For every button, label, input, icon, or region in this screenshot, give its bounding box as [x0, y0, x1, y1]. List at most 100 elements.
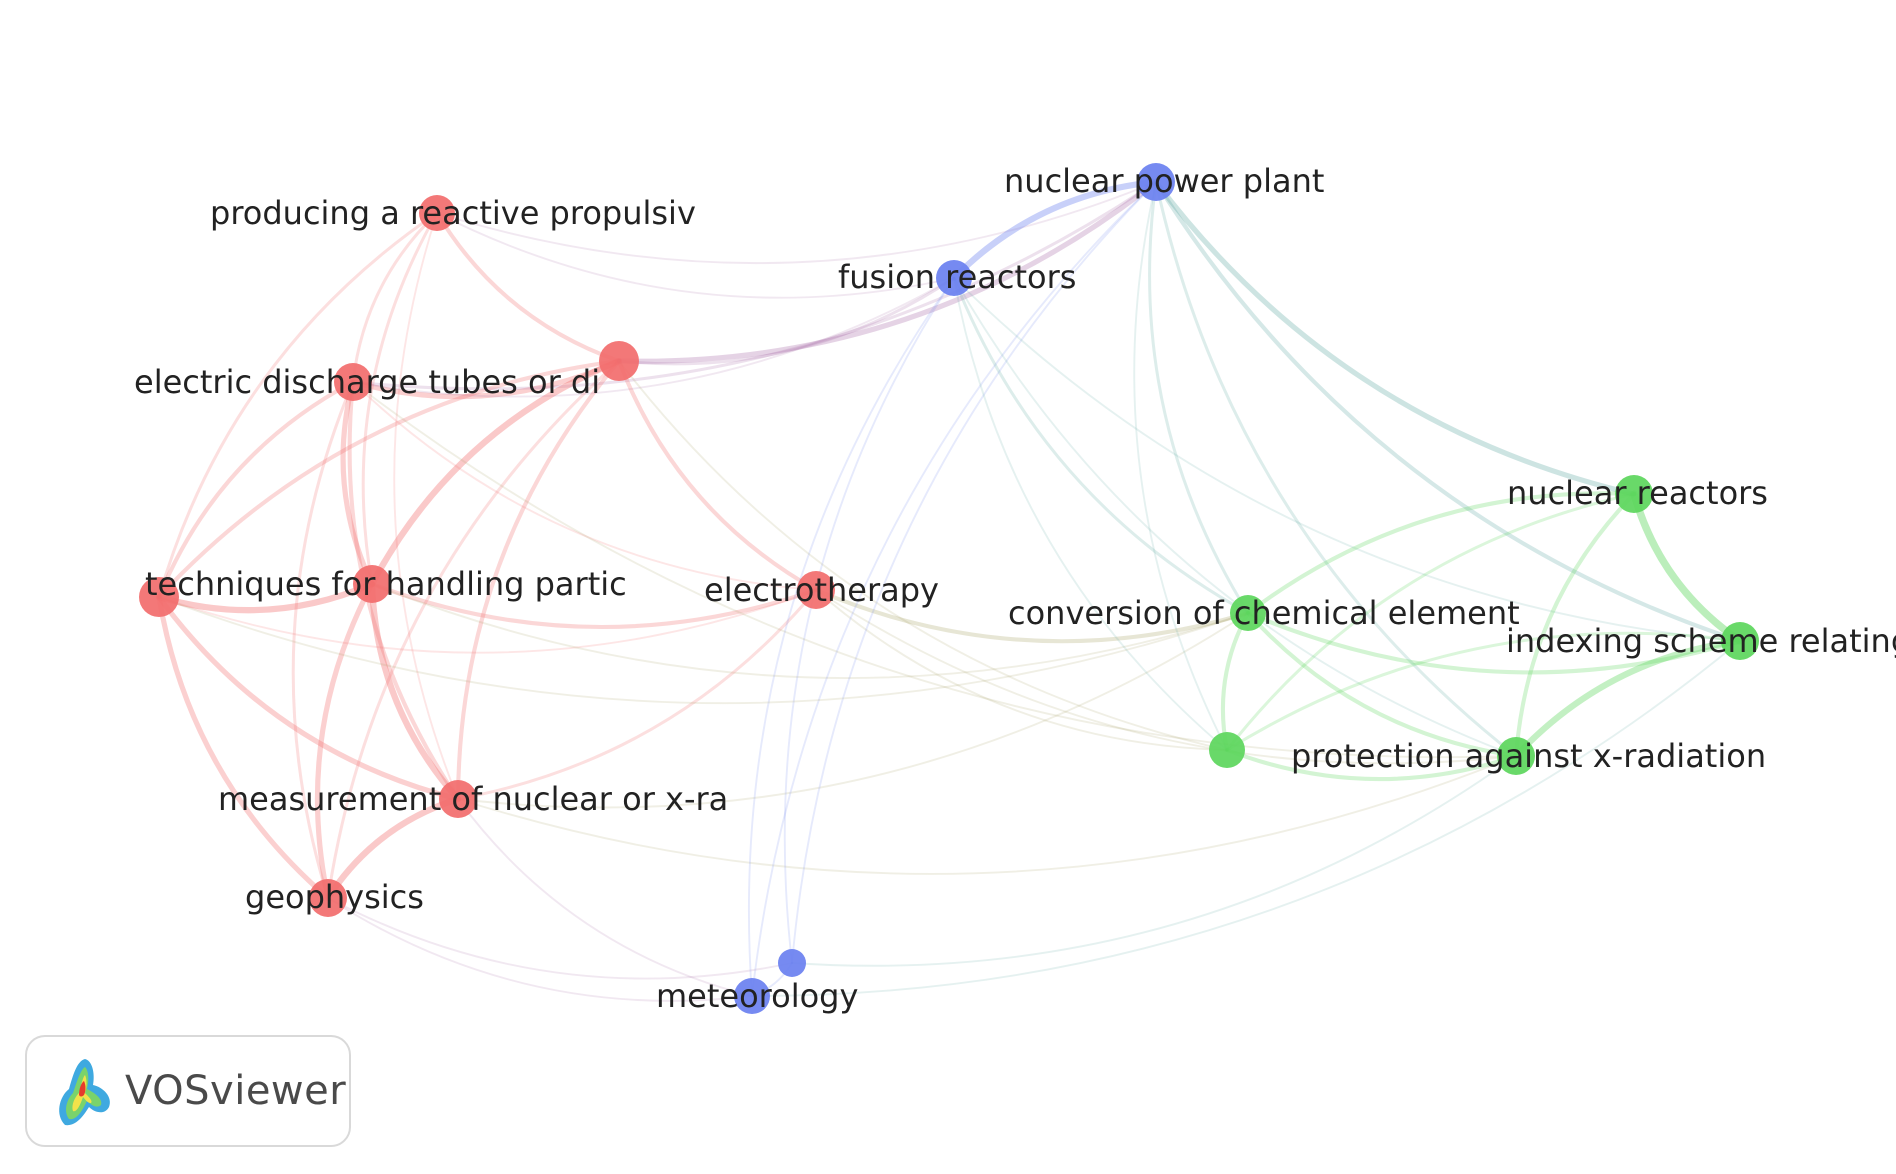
link-n11-n15: [751, 640, 1741, 997]
link-n13-n17: [1513, 491, 1637, 759]
link-n1-n10: [436, 212, 955, 299]
link-n7-n8: [324, 795, 462, 902]
node-label-n1[interactable]: producing a reactive propulsiv: [210, 194, 696, 232]
link-n9-n13: [1153, 179, 1637, 497]
link-n6-n17: [815, 589, 1517, 765]
node-n12[interactable]: [778, 949, 806, 977]
link-n9-n12: [791, 181, 1157, 964]
link-n1-n3: [434, 210, 622, 364]
nodes-layer: [139, 163, 1759, 1014]
link-n4-n8: [156, 594, 331, 901]
link-n16-n17: [1224, 747, 1519, 782]
link-n3-n6: [616, 358, 819, 593]
link-n2-n4: [156, 379, 356, 600]
link-n10-n17: [953, 277, 1517, 757]
link-n10-n15: [953, 277, 1741, 642]
node-label-n9[interactable]: nuclear power plant: [1004, 162, 1324, 200]
link-n10-n16: [953, 277, 1228, 751]
link-n4-n5: [155, 580, 376, 614]
link-n5-n14: [371, 583, 1249, 679]
link-n3-n9: [616, 179, 1159, 364]
link-n13-n14: [1245, 491, 1637, 616]
vosviewer-logo-icon: [59, 1059, 110, 1126]
link-n4-n7: [156, 594, 461, 802]
link-n5-n6: [369, 581, 819, 629]
link-n6-n14: [813, 587, 1251, 644]
link-n1-n2: [351, 211, 439, 384]
links-layer: [155, 178, 1744, 1002]
link-n9-n17: [1154, 180, 1518, 758]
node-n7[interactable]: [439, 780, 477, 818]
node-n1[interactable]: [419, 195, 455, 231]
node-label-n8[interactable]: geophysics: [245, 878, 424, 916]
link-n8-n11: [327, 897, 753, 1002]
link-n14-n17: [1245, 610, 1519, 759]
link-n7-n17: [457, 755, 1517, 875]
node-n9[interactable]: [1137, 163, 1175, 201]
link-n15-n17: [1512, 637, 1744, 760]
node-n2[interactable]: [334, 363, 372, 401]
node-label-n11[interactable]: meteorology: [656, 977, 858, 1015]
link-n2-n10: [352, 277, 955, 398]
link-n1-n9: [436, 181, 1157, 265]
link-n4-n14: [158, 596, 1249, 705]
node-label-n6[interactable]: electrotherapy: [704, 571, 939, 609]
link-n2-n8: [291, 380, 355, 900]
link-n14-n15: [1245, 610, 1743, 675]
node-n8[interactable]: [309, 879, 347, 917]
link-n13-n16: [1225, 492, 1636, 752]
link-n9-n15: [1153, 179, 1743, 644]
node-label-n13[interactable]: nuclear reactors: [1507, 474, 1768, 512]
link-n7-n11: [457, 798, 753, 997]
link-n1-n4: [157, 211, 439, 599]
link-n7-n6: [456, 588, 818, 801]
node-n15[interactable]: [1721, 622, 1759, 660]
link-n2-n6: [352, 381, 817, 591]
link-n2-n5: [340, 379, 375, 587]
node-n3[interactable]: [599, 341, 639, 381]
link-n2-n9: [351, 180, 1158, 391]
node-n16[interactable]: [1209, 732, 1245, 768]
brand-name: VOSviewer: [125, 1068, 347, 1114]
node-label-n17[interactable]: protection against x-radiation: [1291, 737, 1766, 775]
link-n5-n7: [368, 580, 462, 803]
node-label-n14[interactable]: conversion of chemical element: [1008, 594, 1520, 632]
link-n9-n14: [1148, 180, 1250, 615]
node-label-n2[interactable]: electric discharge tubes or di: [134, 363, 600, 401]
node-n11[interactable]: [734, 978, 770, 1014]
node-n13[interactable]: [1615, 475, 1653, 513]
node-label-n4[interactable]: techniques for handling partic: [145, 565, 627, 603]
link-n4-n6: [158, 589, 817, 654]
link-n2-n3: [350, 358, 622, 400]
link-n5-n8: [314, 581, 375, 901]
vosviewer-badge[interactable]: VOSviewer: [25, 1035, 351, 1147]
node-n5[interactable]: [353, 565, 391, 603]
link-n9-n11: [751, 181, 1157, 997]
link-n13-n15: [1630, 490, 1744, 645]
link-n9-n16: [1133, 181, 1228, 751]
link-n3-n7: [455, 358, 622, 802]
link-n3-n10: [617, 276, 956, 366]
node-n17[interactable]: [1497, 737, 1535, 775]
link-n6-n16: [815, 589, 1228, 751]
node-label-n15[interactable]: indexing scheme relating t: [1506, 622, 1896, 660]
link-n1-n7: [393, 212, 459, 800]
link-n3-n5: [368, 357, 623, 588]
labels-layer: producing a reactive propulsiv electric d…: [134, 162, 1896, 1015]
node-label-n10[interactable]: fusion reactors: [838, 258, 1076, 296]
link-n7-n14: [457, 612, 1249, 809]
node-n4[interactable]: [139, 577, 179, 617]
node-n14[interactable]: [1230, 595, 1266, 631]
link-n2-n17: [352, 381, 1517, 759]
node-label-n7[interactable]: measurement of nuclear or x-ra: [218, 780, 728, 818]
node-n10[interactable]: [936, 260, 972, 296]
link-n9-n10: [950, 178, 1160, 282]
link-n3-n4: [156, 358, 622, 600]
link-n3-n8: [326, 359, 621, 900]
node-n6[interactable]: [797, 571, 835, 609]
link-n10-n11: [747, 277, 955, 997]
link-n8-n12: [327, 897, 793, 980]
link-n10-n14: [952, 276, 1250, 615]
link-n1-n5: [361, 211, 439, 586]
